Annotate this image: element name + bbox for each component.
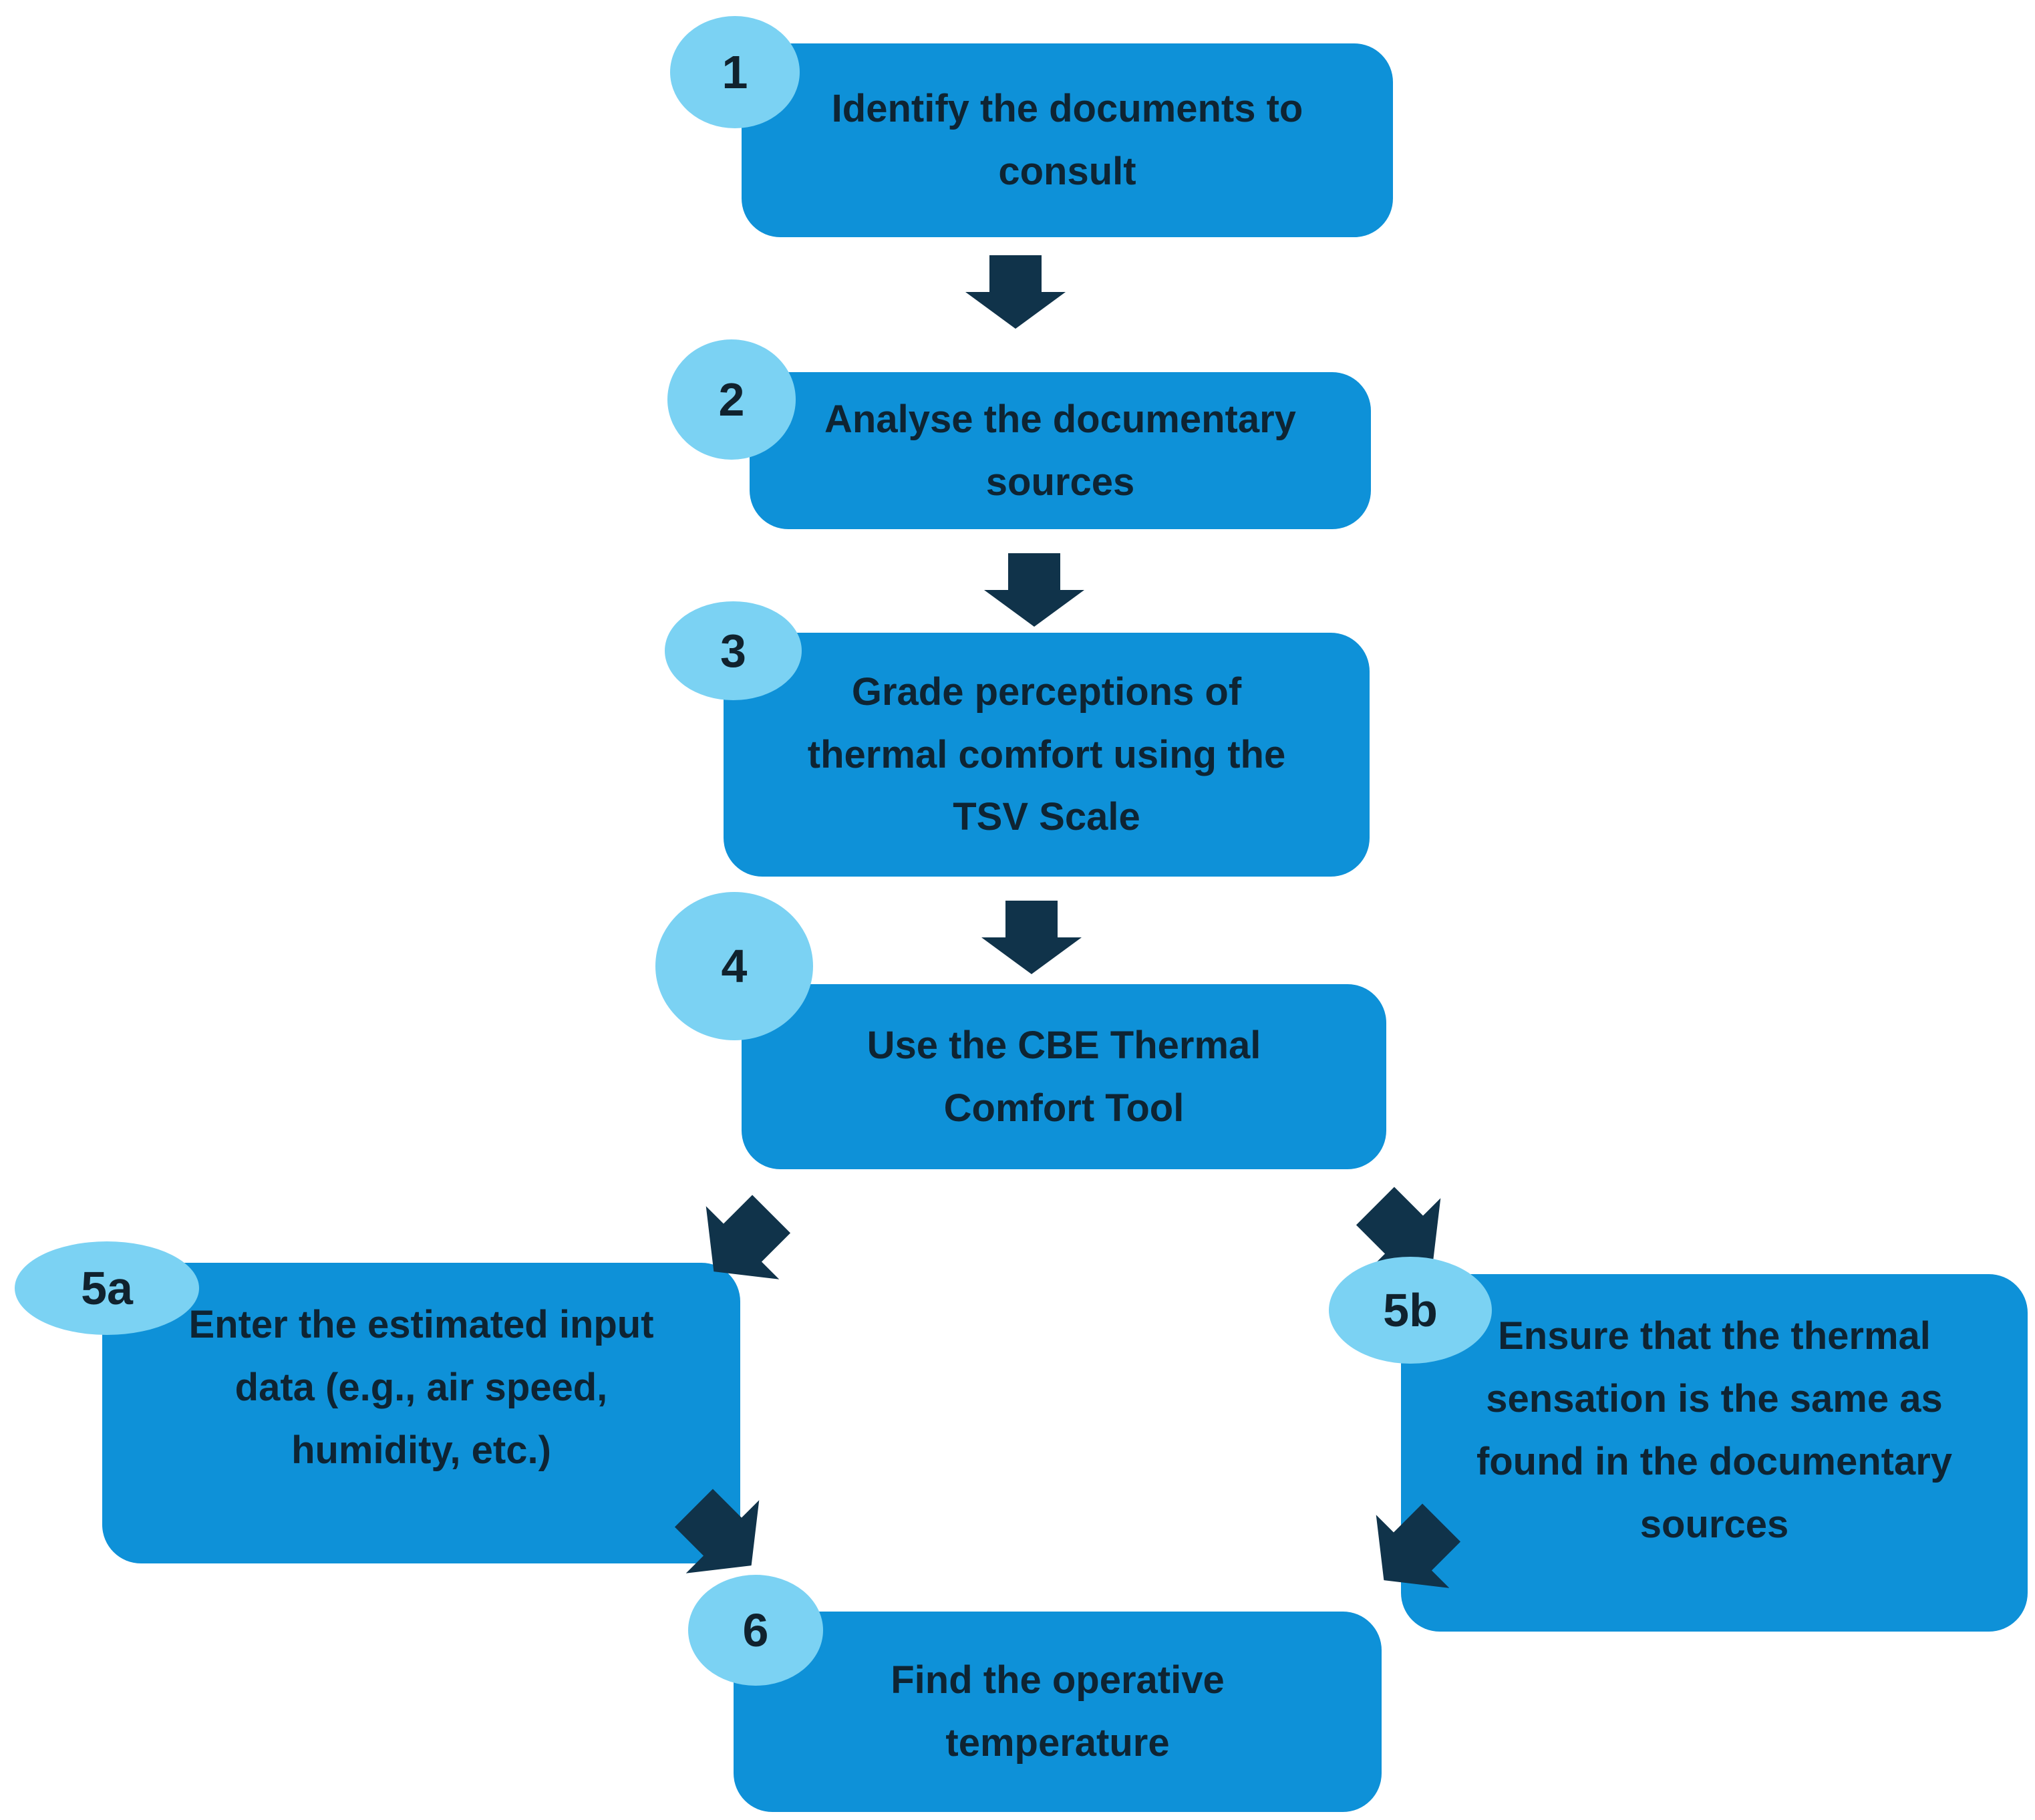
step-6-text-line: Find the operative [891, 1658, 1225, 1702]
step-1-box: Identify the documents to consult [742, 43, 1393, 237]
step-2-badge: 2 [667, 339, 796, 460]
step-5a-badge: 5a [15, 1241, 199, 1335]
arrow-step3-to-step4-down-icon [981, 901, 1082, 974]
step-5b-badge: 5b [1329, 1257, 1492, 1364]
step-3-text-line: thermal comfort using the [807, 732, 1286, 776]
step-5b-text-line: Ensure that the thermal [1498, 1314, 1931, 1358]
step-2-text-line: Analyse the documentary [824, 397, 1296, 441]
step-4-text-line: Comfort Tool [943, 1086, 1185, 1130]
step-3-text-line: Grade perceptions of [851, 669, 1242, 714]
step-2-box: Analyse the documentary sources [750, 372, 1371, 529]
step-5b-text-line: found in the documentary [1476, 1439, 1953, 1483]
step-5a-box: Enter the estimated input data (e.g., ai… [102, 1263, 740, 1563]
step-2-text-line: sources [985, 460, 1135, 504]
step-4-badge: 4 [655, 892, 813, 1040]
step-4-text-line: Use the CBE Thermal [867, 1023, 1261, 1067]
step-6-box: Find the operative temperature [734, 1612, 1382, 1812]
arrow-step2-to-step3-down-icon [984, 553, 1084, 627]
step-1-badge: 1 [670, 16, 800, 128]
step-6-badge: 6 [688, 1575, 823, 1686]
step-5b-text-line: sensation is the same as [1486, 1376, 1943, 1420]
step-5a-text-line: humidity, etc.) [291, 1428, 551, 1472]
step-5a-text-line: data (e.g., air speed, [234, 1365, 608, 1409]
step-6-text-line: temperature [945, 1721, 1170, 1765]
step-3-box: Grade perceptions of thermal comfort usi… [724, 633, 1370, 877]
step-3-badge: 3 [665, 601, 802, 700]
step-4-box: Use the CBE Thermal Comfort Tool [742, 984, 1386, 1169]
step-1-text-line: Identify the documents to [831, 87, 1303, 131]
step-5a-text-line: Enter the estimated input [188, 1303, 654, 1346]
step-3-text-line: TSV Scale [953, 795, 1140, 839]
step-5b-box: Ensure that the thermal sensation is the… [1401, 1274, 2028, 1632]
step-5b-text-line: sources [1639, 1502, 1789, 1546]
arrow-step1-to-step2-down-icon [965, 255, 1066, 329]
step-1-text-line: consult [998, 150, 1136, 193]
